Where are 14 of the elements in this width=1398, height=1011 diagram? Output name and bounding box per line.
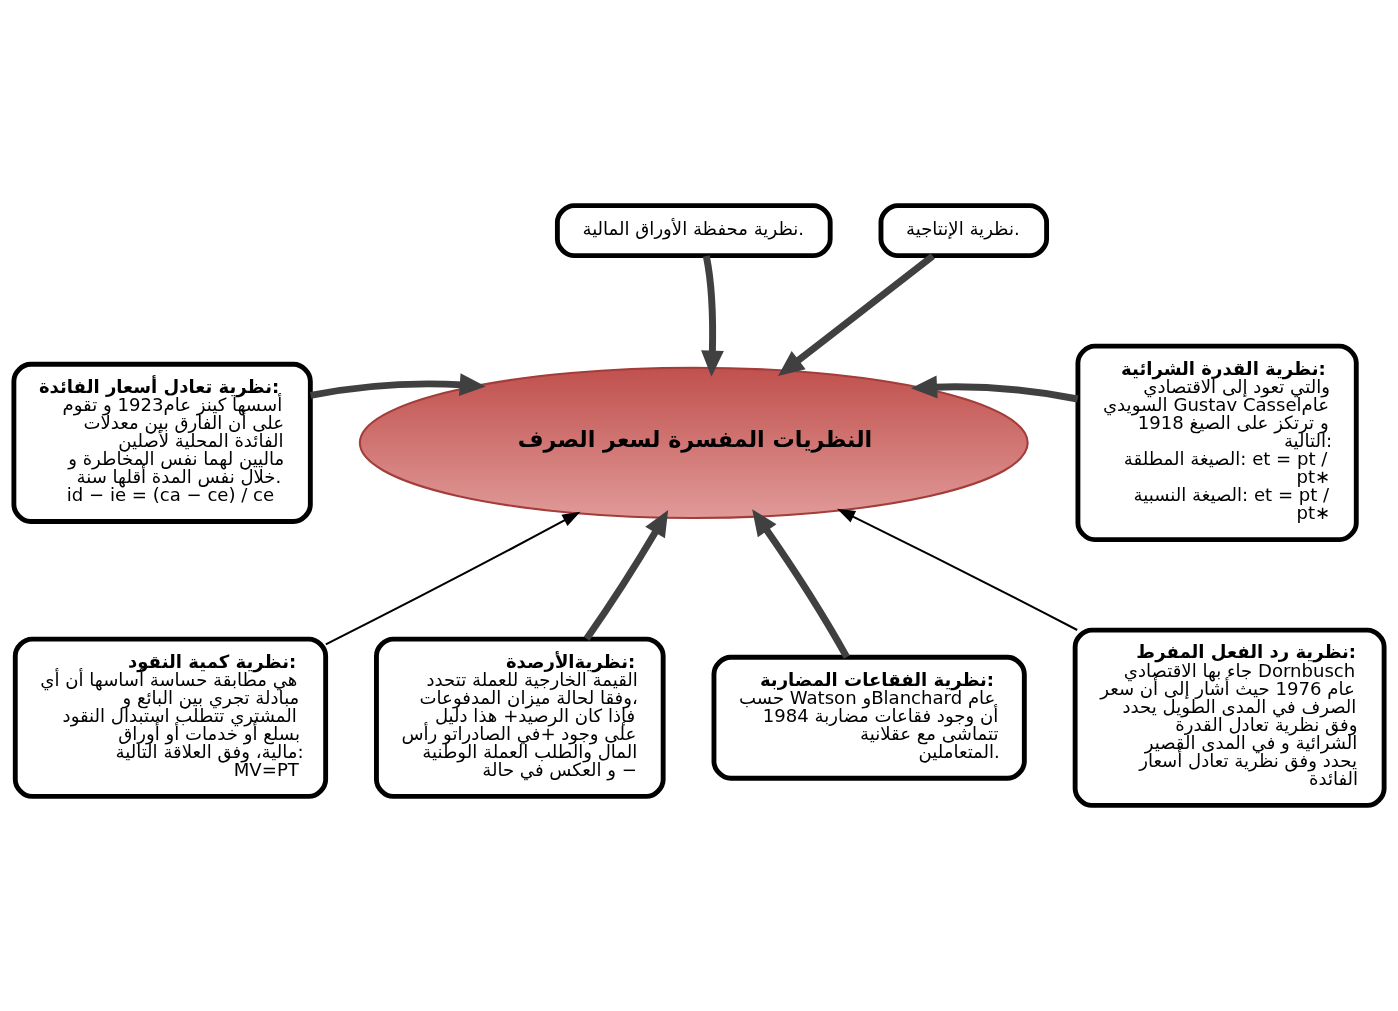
arrow	[701, 255, 724, 377]
arrow	[911, 375, 1079, 403]
node-box: نظريةالأرصدة: القيمة الخارجية للعملة تتحدد وفقا لحالة ميزان المدفوعات، فإذا كان الرصيد+ هذا دليل على وجود +في الصادراتو رأس المال والطلب العملة الوطنية و العكس في حالة −	[374, 636, 666, 799]
node-box: نظرية رد الفعل المفرط: جاء بها الاقتصادي Dornbusch عام 1976 حيث أشار إلى أن سعر الصرف في المدى الطويل يحدد وفق نظرية تعادل القدرة الشرائية و في المدى القصير يحدد وفق نظرية تعادل أسعار الفائدة	[1072, 627, 1387, 808]
arrow	[752, 509, 850, 659]
arrow	[325, 511, 581, 646]
arrow	[309, 373, 486, 399]
node-ellipse: النظريات المفسرة لسعر الصرف	[358, 366, 1029, 520]
arrow	[837, 508, 1078, 631]
arrow	[583, 510, 669, 641]
node-box: نظرية الإنتاجية.	[878, 203, 1050, 259]
arrow	[778, 253, 935, 377]
node-box: نظرية محفظة الأوراق المالية.	[554, 203, 833, 259]
node-box: نظرية الفقاعات المضاربة: حسب Watson وBlanchard عام 1984 أن وجود فقاعات مضاربة تتماشى مع عقلانية المتعاملين.	[711, 654, 1027, 781]
